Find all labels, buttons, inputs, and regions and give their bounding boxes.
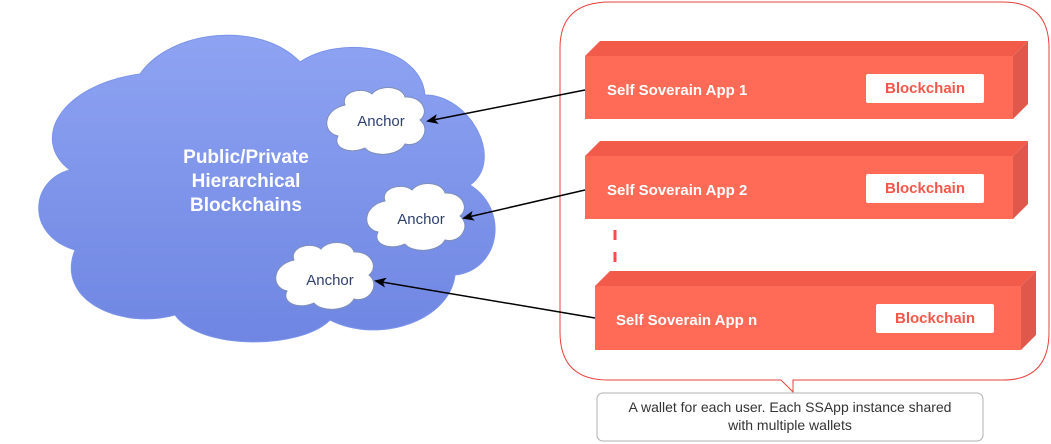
anchor-label-3: Anchor (306, 272, 354, 289)
blockchain-badge-label-n: Blockchain (895, 310, 975, 327)
blockchain-badge-1 (866, 74, 984, 103)
app-label-n: Self Soverain App n (616, 312, 757, 329)
app-block-1: Self Soverain App 1 Blockchain (585, 41, 1028, 119)
blockchain-badge-label-1: Blockchain (885, 80, 965, 97)
anchor-label-2: Anchor (397, 211, 445, 228)
app-block-n: Self Soverain App n Blockchain (595, 271, 1036, 350)
wallet-note: A wallet for each user. Each SSApp insta… (596, 392, 984, 442)
arrow-app2-to-anchor (462, 189, 586, 221)
anchor-cloud-1: Anchor (326, 87, 426, 155)
note-line-2: with multiple wallets (727, 417, 852, 433)
app-label-1: Self Soverain App 1 (607, 82, 747, 99)
app-block-2: Self Soverain App 2 Blockchain (585, 141, 1028, 219)
cloud-title-line-1: Public/Private (183, 147, 309, 168)
blockchain-badge-2 (866, 174, 984, 203)
anchor-cloud-2: Anchor (366, 183, 466, 251)
cloud-title-line-3: Blockchains (190, 195, 302, 216)
anchor-label-1: Anchor (357, 113, 405, 130)
cloud-title-line-2: Hierarchical (192, 171, 301, 192)
arrow-app1-to-anchor (426, 89, 586, 124)
note-line-1: A wallet for each user. Each SSApp insta… (629, 399, 952, 415)
anchor-cloud-3: Anchor (275, 242, 375, 310)
blockchain-badge-n (876, 304, 994, 333)
app-label-2: Self Soverain App 2 (607, 182, 747, 199)
arrow-appn-to-anchor (374, 277, 596, 319)
apps-container (559, 1, 1050, 394)
blockchain-badge-label-2: Blockchain (885, 180, 965, 197)
